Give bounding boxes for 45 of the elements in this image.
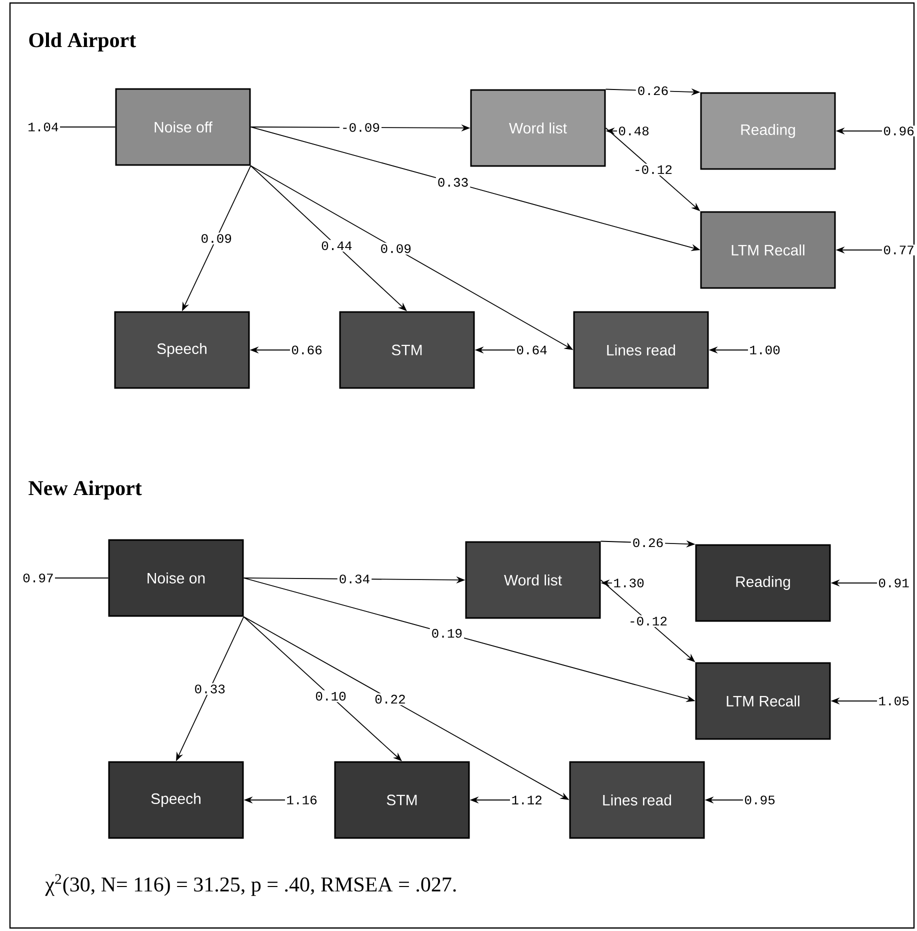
residual-value: 1.12 xyxy=(510,794,544,806)
residual-value: 0.48 xyxy=(617,126,650,136)
variable-box: Word list xyxy=(465,541,601,619)
residual-value: 0.77 xyxy=(882,244,916,256)
path-coefficient: 0.26 xyxy=(630,536,666,549)
residual-value: 1.00 xyxy=(748,344,782,356)
variable-box: LTM Recall xyxy=(700,211,836,289)
residual-value: 1.05 xyxy=(877,696,910,706)
panel-heading: Old Airport xyxy=(29,32,136,52)
path-coefficient: 0.09 xyxy=(378,242,413,255)
path-coefficient: 0.44 xyxy=(320,240,354,252)
variable-box: Speech xyxy=(108,761,244,839)
path-coefficient: -0.12 xyxy=(632,164,674,176)
path-coefficient: 0.33 xyxy=(192,683,227,695)
path-coefficient: 0.26 xyxy=(636,84,670,97)
variable-box: Word list xyxy=(470,89,606,167)
residual-value: 0.64 xyxy=(515,344,548,356)
path-coefficient: 0.09 xyxy=(199,232,234,244)
path-coefficient: -0.12 xyxy=(627,615,669,628)
path-coefficient: 0.33 xyxy=(436,176,470,188)
variable-box: Reading xyxy=(700,92,836,170)
residual-value: 1.04 xyxy=(26,122,60,132)
variable-box: Reading xyxy=(695,544,831,622)
residual-value: 0.95 xyxy=(743,794,776,806)
variable-box: LTM Recall xyxy=(695,662,831,740)
fit-statistics: χ$^{2}$(30, N= 116) = 31.25, p = .40, RMSEA = .027. xyxy=(45,874,456,896)
variable-box: STM xyxy=(339,311,475,389)
variable-box: Noise on xyxy=(108,539,244,617)
panel-heading: New Airport xyxy=(28,480,142,500)
residual-value: 0.96 xyxy=(882,126,916,136)
variable-box: Speech xyxy=(114,311,250,389)
path-coefficient: 0.34 xyxy=(337,573,372,585)
residual-value: 1.16 xyxy=(285,794,318,806)
path-coefficient: 0.10 xyxy=(314,690,348,702)
variable-box: STM xyxy=(334,761,470,839)
path-coefficient: 0.22 xyxy=(373,693,408,706)
path-coefficient: 0.19 xyxy=(430,627,464,640)
variable-box: Noise off xyxy=(115,88,251,166)
residual-value: 0.91 xyxy=(877,578,910,588)
residual-value: 0.66 xyxy=(290,344,324,356)
variable-box: Lines read xyxy=(569,761,705,839)
path-coefficient: -0.09 xyxy=(340,122,382,134)
residual-value: 0.97 xyxy=(22,572,55,584)
variable-box: Lines read xyxy=(573,311,709,389)
residual-value: 1.30 xyxy=(612,578,646,588)
